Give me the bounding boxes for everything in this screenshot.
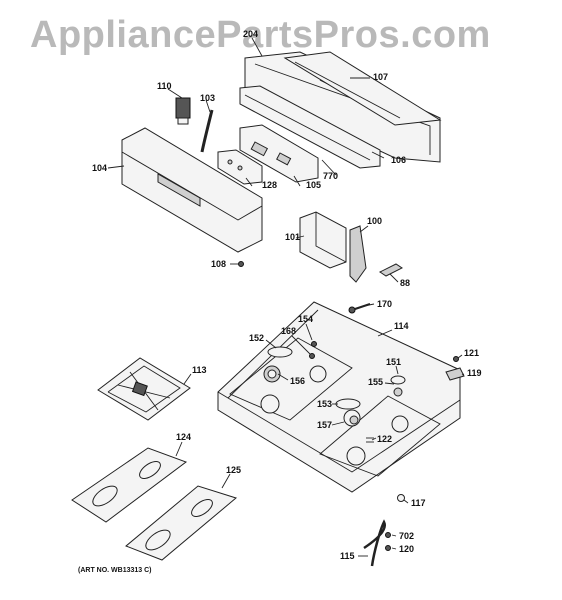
label-157: 157 xyxy=(317,420,332,430)
label-117: 117 xyxy=(411,498,426,508)
tube-115 xyxy=(363,519,387,567)
overlay-128 xyxy=(217,149,263,185)
label-154: 154 xyxy=(298,314,313,324)
bumper-117 xyxy=(397,494,405,502)
label-155: 155 xyxy=(368,377,383,387)
label-113: 113 xyxy=(192,365,207,375)
part-120 xyxy=(385,545,391,551)
clip-119 xyxy=(445,367,465,381)
label-100: 100 xyxy=(367,216,382,226)
cooktop-114 xyxy=(217,301,461,493)
label-107: 107 xyxy=(373,72,388,82)
control-panel-104 xyxy=(121,127,263,253)
label-120: 120 xyxy=(399,544,414,554)
screw-168 xyxy=(309,353,315,359)
label-104: 104 xyxy=(92,163,107,173)
spark-122 xyxy=(366,437,374,443)
label-156: 156 xyxy=(290,376,305,386)
label-101: 101 xyxy=(285,232,300,242)
label-88: 88 xyxy=(400,278,410,288)
watermark-text: AppliancePartsPros.com xyxy=(30,14,491,56)
label-770: 770 xyxy=(323,171,338,181)
drip-pan-124 xyxy=(71,447,188,523)
label-115: 115 xyxy=(340,551,355,561)
cap-151 xyxy=(390,375,406,385)
label-121: 121 xyxy=(464,348,479,358)
cap-153 xyxy=(335,398,361,410)
label-103: 103 xyxy=(200,93,215,103)
label-122: 122 xyxy=(377,434,392,444)
grate-113 xyxy=(97,357,191,421)
label-152: 152 xyxy=(249,333,264,343)
label-153: 153 xyxy=(317,399,332,409)
label-168: 168 xyxy=(281,326,296,336)
harness-103 xyxy=(200,109,214,153)
cap-152 xyxy=(267,346,293,358)
label-128: 128 xyxy=(262,180,277,190)
part-702 xyxy=(385,532,391,538)
bracket-100 xyxy=(349,225,367,283)
label-151: 151 xyxy=(386,357,401,367)
bracket-101 xyxy=(299,211,347,269)
switch-110 xyxy=(175,97,191,125)
label-108: 108 xyxy=(211,259,226,269)
backguard-panel-770 xyxy=(239,85,381,169)
label-124: 124 xyxy=(176,432,191,442)
label-702: 702 xyxy=(399,531,414,541)
label-105: 105 xyxy=(306,180,321,190)
label-125: 125 xyxy=(226,465,241,475)
clip-88 xyxy=(379,263,403,277)
control-board-105 xyxy=(239,124,319,183)
backguard-cap-107 xyxy=(283,51,442,126)
label-170: 170 xyxy=(377,299,392,309)
label-110: 110 xyxy=(157,81,172,91)
screw-108 xyxy=(238,261,244,267)
label-114: 114 xyxy=(394,321,409,331)
label-204: 204 xyxy=(243,29,258,39)
label-106: 106 xyxy=(391,155,406,165)
art-number-caption: (ART NO. WB13313 C) xyxy=(78,567,152,574)
drip-pan-125 xyxy=(125,485,238,561)
screw-154 xyxy=(311,341,317,347)
screw-121 xyxy=(453,356,459,362)
label-119: 119 xyxy=(467,368,482,378)
leader-lines xyxy=(107,37,465,557)
